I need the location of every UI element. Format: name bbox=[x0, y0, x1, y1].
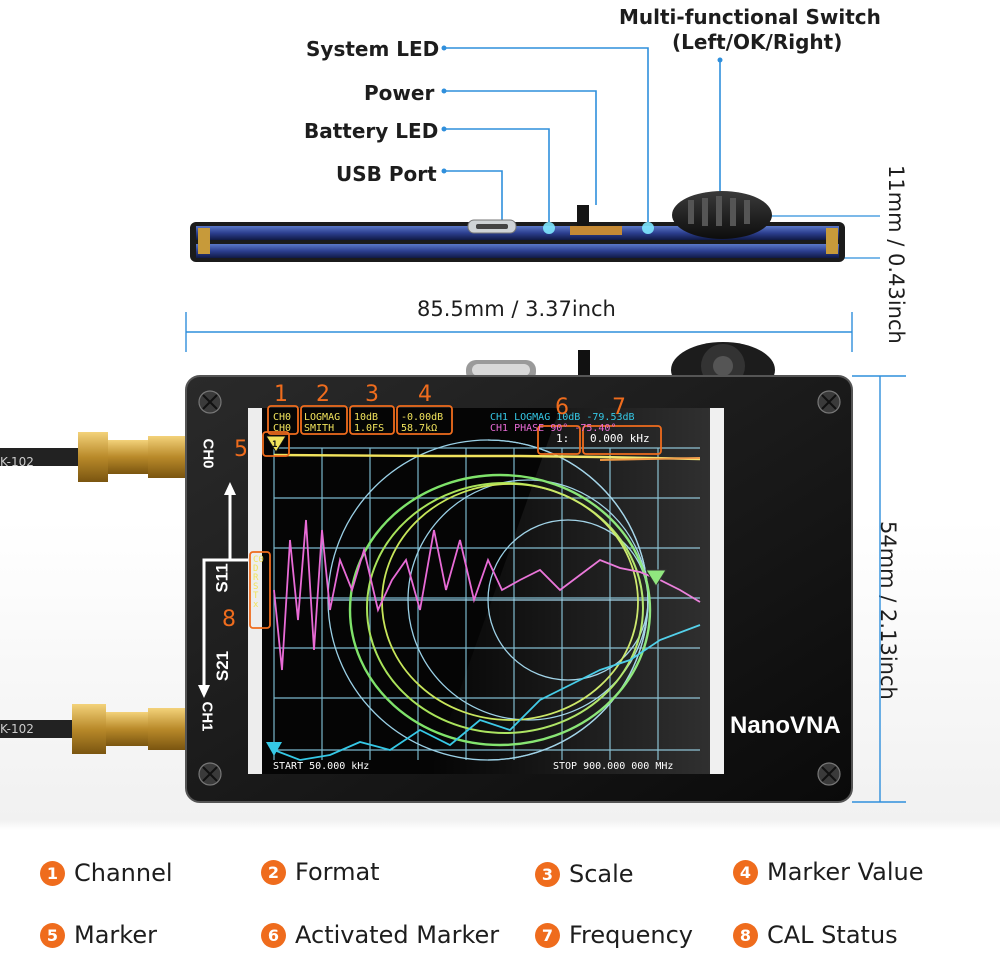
s11-label: S11 bbox=[212, 563, 232, 593]
system-led-callout: System LED bbox=[306, 37, 440, 61]
ch1-header-row1: CH1 LOGMAG 10dB -79.53dB bbox=[490, 412, 635, 423]
callout-number-5: 5 bbox=[234, 437, 248, 462]
callout-number-1: 1 bbox=[274, 382, 288, 407]
scale-row1: 10dB bbox=[354, 412, 379, 423]
side-view-illustration bbox=[190, 45, 880, 262]
switch-callout-line1: Multi-functional Switch bbox=[619, 5, 881, 29]
legend-item-cal-status: 8 CAL Status bbox=[733, 921, 898, 949]
legend-item-marker: 5 Marker bbox=[40, 921, 157, 949]
port-ch0-label: CH0 bbox=[199, 438, 217, 469]
value-row2: 58.7kΩ bbox=[401, 423, 438, 434]
legend-badge: 3 bbox=[535, 861, 560, 887]
legend-item-marker-value: 4 Marker Value bbox=[733, 858, 924, 886]
legend-badge: 4 bbox=[733, 859, 758, 885]
callout-number-8: 8 bbox=[222, 607, 236, 632]
legend-label: Scale bbox=[569, 860, 634, 888]
start-frequency: START 50.000 kHz bbox=[273, 761, 370, 772]
ch1-value: -79.53dB bbox=[586, 412, 635, 423]
ch1-scale: 10dB bbox=[556, 412, 581, 423]
marker-number: 1 bbox=[272, 440, 278, 450]
cal-status: C0 D R S T x bbox=[253, 555, 264, 610]
legend-label: Marker Value bbox=[767, 858, 924, 886]
ch1-phase-label: CH1 bbox=[490, 423, 509, 434]
ch0-label-row1: CH0 bbox=[273, 412, 292, 423]
device-front-illustration bbox=[0, 312, 906, 803]
legend-label: Activated Marker bbox=[295, 921, 500, 949]
legend-item-channel: 1 Channel bbox=[40, 859, 173, 887]
callout-number-4: 4 bbox=[418, 382, 432, 407]
legend-badge: 5 bbox=[40, 922, 65, 948]
legend-badge: 7 bbox=[535, 922, 560, 948]
ch1-header-row2: CH1 PHASE 90° -75.40° bbox=[490, 423, 616, 434]
marker-value-indicator: -0.00dB 58.7kΩ bbox=[401, 412, 443, 434]
format-row1: LOGMAG bbox=[304, 412, 341, 423]
legend-item-scale: 3 Scale bbox=[535, 860, 634, 888]
legend-item-format: 2 Format bbox=[261, 858, 380, 886]
s21-label: S21 bbox=[213, 650, 233, 682]
value-row1: -0.00dB bbox=[401, 412, 444, 423]
legend-item-frequency: 7 Frequency bbox=[535, 921, 693, 949]
legend-label: Marker bbox=[74, 921, 157, 949]
switch-callout-line2: (Left/OK/Right) bbox=[672, 30, 843, 54]
legend-label: Frequency bbox=[569, 921, 693, 949]
battery-led-callout: Battery LED bbox=[304, 119, 439, 143]
ch1-phase-value: -75.40° bbox=[574, 423, 617, 434]
legend-item-activated-marker: 6 Activated Marker bbox=[261, 921, 499, 949]
marker-frequency: 0.000 kHz bbox=[590, 432, 650, 445]
legend-label: Channel bbox=[74, 859, 173, 887]
width-dimension: 85.5mm / 3.37inch bbox=[417, 297, 616, 321]
scale-row2: 1.0FS bbox=[354, 423, 385, 434]
stop-frequency: STOP 900.000 000 MHz bbox=[553, 761, 674, 772]
callout-number-7: 7 bbox=[612, 395, 626, 420]
ch0-label-row2: CH0 bbox=[273, 423, 292, 434]
legend-badge: 2 bbox=[261, 859, 286, 885]
active-marker-label: 1: bbox=[556, 432, 570, 445]
port-ch1-label: CH1 bbox=[198, 701, 216, 732]
callout-number-6: 6 bbox=[555, 395, 569, 420]
cable-label-top: K-102 bbox=[0, 455, 34, 469]
legend-label: CAL Status bbox=[767, 921, 898, 949]
callout-number-2: 2 bbox=[316, 382, 330, 407]
usb-port-callout: USB Port bbox=[336, 162, 437, 186]
brand-logo: NanoVNA bbox=[730, 712, 841, 739]
cable-label-bottom: K-102 bbox=[0, 722, 34, 736]
ch1-phase-scale: 90° bbox=[550, 423, 569, 434]
power-callout: Power bbox=[364, 81, 435, 105]
ch1-phase-format: PHASE bbox=[514, 423, 545, 434]
callout-number-3: 3 bbox=[365, 382, 379, 407]
format-row2: SMITH bbox=[304, 423, 335, 434]
scale-indicator: 10dB 1.0FS bbox=[354, 412, 384, 434]
legend-badge: 8 bbox=[733, 922, 758, 948]
ch1-format: LOGMAG bbox=[514, 412, 551, 423]
ch1-label: CH1 bbox=[490, 412, 509, 423]
legend-badge: 1 bbox=[40, 860, 65, 886]
format-indicator: LOGMAG SMITH bbox=[304, 412, 340, 434]
legend-badge: 6 bbox=[261, 922, 286, 948]
legend-label: Format bbox=[295, 858, 380, 886]
channel-indicator: CH0 CH0 bbox=[273, 412, 291, 434]
